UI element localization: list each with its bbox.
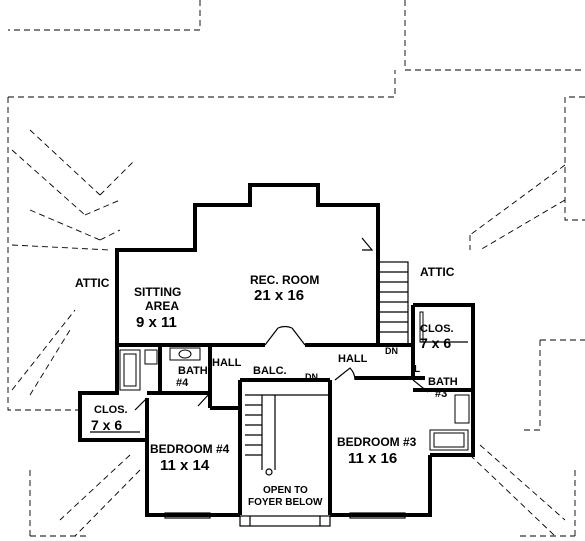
stairs-center xyxy=(245,394,330,476)
bath4-number: #4 xyxy=(176,377,189,389)
down-right-label: DN xyxy=(385,346,398,356)
rec-room-label: REC. ROOM xyxy=(250,273,319,287)
attic-right-label: ATTIC xyxy=(420,265,455,279)
rec-room-size: 21 x 16 xyxy=(254,287,304,304)
roof-outline xyxy=(7,0,585,537)
down-left-label: DN xyxy=(305,372,318,382)
closet-right-label: CLOS. xyxy=(420,323,454,335)
bedroom3-size: 11 x 16 xyxy=(348,450,397,467)
open-to-label: OPEN TO xyxy=(263,485,308,496)
bath3-label: BATH xyxy=(428,376,458,388)
bedroom4-size: 11 x 14 xyxy=(160,457,210,474)
closet-left-label: CLOS. xyxy=(94,404,128,416)
doors xyxy=(134,237,429,411)
foyer-below-label: FOYER BELOW xyxy=(248,497,323,508)
closet-left-size: 7 x 6 xyxy=(91,417,122,433)
bath4-label: BATH xyxy=(178,365,208,377)
closet-right-size: 7 x 6 xyxy=(420,335,451,351)
windows xyxy=(164,512,406,527)
linen-label: L xyxy=(414,364,420,375)
bedroom4-label: BEDROOM #4 xyxy=(150,442,230,456)
walls xyxy=(78,183,475,517)
sitting-area-size: 9 x 11 xyxy=(136,314,177,331)
fixtures xyxy=(90,311,470,451)
bedroom3-label: BEDROOM #3 xyxy=(337,435,417,449)
stairs-right xyxy=(377,261,409,346)
balcony-label: BALC. xyxy=(253,365,287,377)
sitting-area-label: SITTING xyxy=(134,285,181,299)
sitting-area-label2: AREA xyxy=(145,299,179,313)
room-labels: ATTIC ATTIC SITTING AREA 9 x 11 REC. ROO… xyxy=(75,265,458,508)
hall-left-label: HALL xyxy=(212,357,242,369)
attic-left-label: ATTIC xyxy=(75,276,110,290)
hall-right-label: HALL xyxy=(338,353,368,365)
bath3-number: #3 xyxy=(435,388,447,400)
